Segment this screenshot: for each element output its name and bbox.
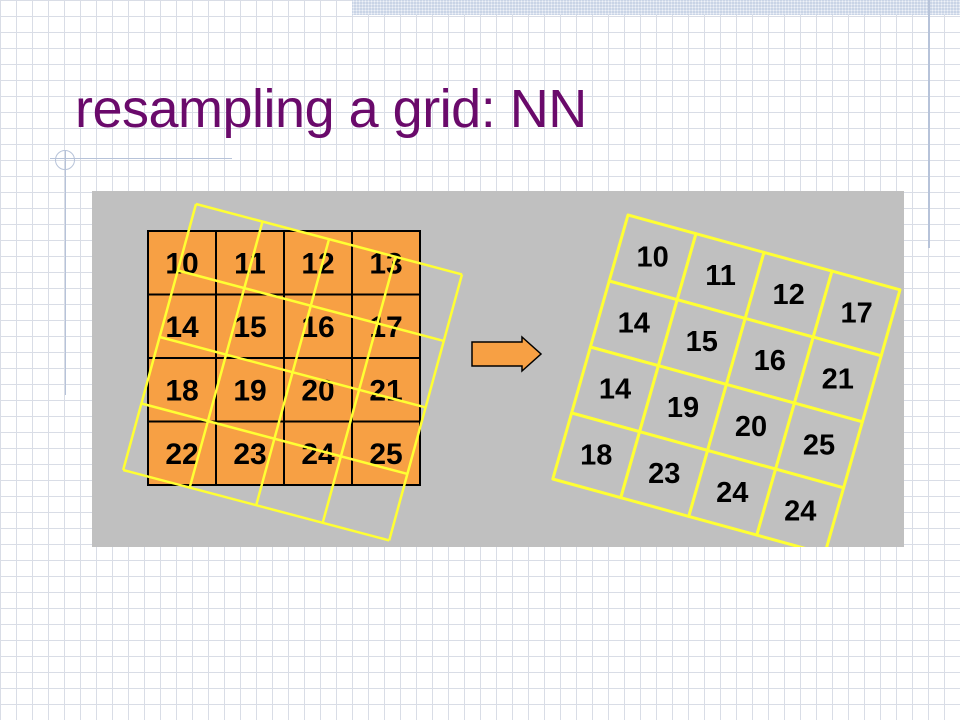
source-cell-value: 15 <box>233 311 266 344</box>
source-cell-value: 13 <box>369 247 402 280</box>
source-cell-value: 17 <box>369 311 402 344</box>
resampled-cell-value: 21 <box>822 363 854 395</box>
overlay-line <box>122 468 390 542</box>
resampled-cell-value: 17 <box>840 297 872 329</box>
overlay-line <box>141 402 408 476</box>
resampled-cell-value: 24 <box>716 477 748 509</box>
source-cell-value: 21 <box>369 374 402 407</box>
source-cell-value: 19 <box>233 374 266 407</box>
source-cell-value: 22 <box>165 438 198 471</box>
resampled-cell-value: 16 <box>754 345 786 377</box>
source-cell <box>147 230 217 296</box>
resampled-cell-value: 19 <box>667 392 699 424</box>
right-arrow-icon <box>471 335 543 373</box>
resampled-cell-value: 10 <box>636 241 668 273</box>
resampled-grid: 10 11 12 17 14 15 16 21 14 19 20 25 18 23 24 24 <box>551 213 902 547</box>
source-cell <box>215 420 285 486</box>
resampled-cell <box>755 467 846 547</box>
rotated-overlay-grid <box>121 202 464 542</box>
resampling-figure: 10 11 12 13 14 15 16 17 18 19 20 21 22 23 24 25 10 11 12 1… <box>92 191 904 547</box>
resampled-cell-value: 12 <box>772 279 804 311</box>
resampled-cell-value: 24 <box>784 495 816 527</box>
top-decorative-bar <box>352 0 960 15</box>
resampled-cell-value: 11 <box>705 260 736 292</box>
resampled-cell-value: 25 <box>803 429 835 461</box>
resampled-cell-value: 18 <box>580 439 612 471</box>
title-underline <box>50 158 232 159</box>
resampled-cell-value: 20 <box>735 411 767 443</box>
overlay-line <box>159 335 426 409</box>
source-cell-value: 16 <box>301 311 334 344</box>
source-cell <box>283 357 353 423</box>
resampled-cell-value: 15 <box>686 326 718 358</box>
source-cell-value: 14 <box>165 311 199 344</box>
resampled-cell-value: 23 <box>648 458 680 490</box>
arrow-shape <box>471 335 543 373</box>
overlay-line <box>195 202 463 276</box>
source-cell <box>351 420 421 486</box>
source-cell-value: 18 <box>165 374 198 407</box>
resampled-cell-value: 14 <box>618 307 650 339</box>
left-decorative-line <box>65 150 66 395</box>
slide-title: resampling a grid: NN <box>75 79 587 139</box>
resampled-cell-value: 14 <box>599 373 631 405</box>
resampling-svg: 10 11 12 13 14 15 16 17 18 19 20 21 22 23 24 25 10 11 12 1… <box>92 191 904 547</box>
source-cell <box>351 230 421 296</box>
source-grid: 10111213141516171819202122232425 <box>147 230 421 486</box>
right-decorative-line <box>928 0 930 248</box>
source-cell-value: 23 <box>233 438 266 471</box>
circle-ornament <box>55 150 75 170</box>
overlay-line <box>177 269 445 343</box>
